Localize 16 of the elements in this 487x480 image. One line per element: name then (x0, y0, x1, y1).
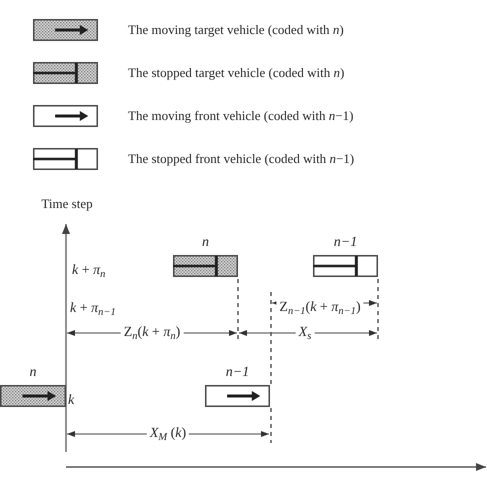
axis-tick-label: k + π$_{n}$ (72, 263, 106, 279)
legend-text: The stopped front vehicle (coded with n−1) (128, 151, 354, 167)
dimension-label: Z$_{n}$(k + π$_{n}$) (120, 325, 184, 341)
vehicle-label: n (202, 235, 209, 251)
legend-text: The moving target vehicle (coded with n) (128, 22, 344, 38)
vehicle-label: n−1 (226, 365, 250, 381)
legend-text: The stopped target vehicle (coded with n) (128, 65, 344, 81)
dimension-label: X$_{M}$ (k) (146, 426, 190, 442)
vehicle-label: n (30, 365, 36, 381)
axis-title: Time step (41, 196, 93, 212)
dimension-label: Z$_{n−1}$(k + π$_{n−1}$) (276, 300, 364, 316)
axis-tick-label: k (68, 393, 74, 409)
vehicle-label: n−1 (334, 235, 358, 251)
axis-tick-label: k + π$_{n−1}$ (70, 301, 116, 317)
legend-text: The moving front vehicle (coded with n−1) (128, 108, 354, 124)
dimension-label: X$_{s}$ (296, 325, 314, 341)
